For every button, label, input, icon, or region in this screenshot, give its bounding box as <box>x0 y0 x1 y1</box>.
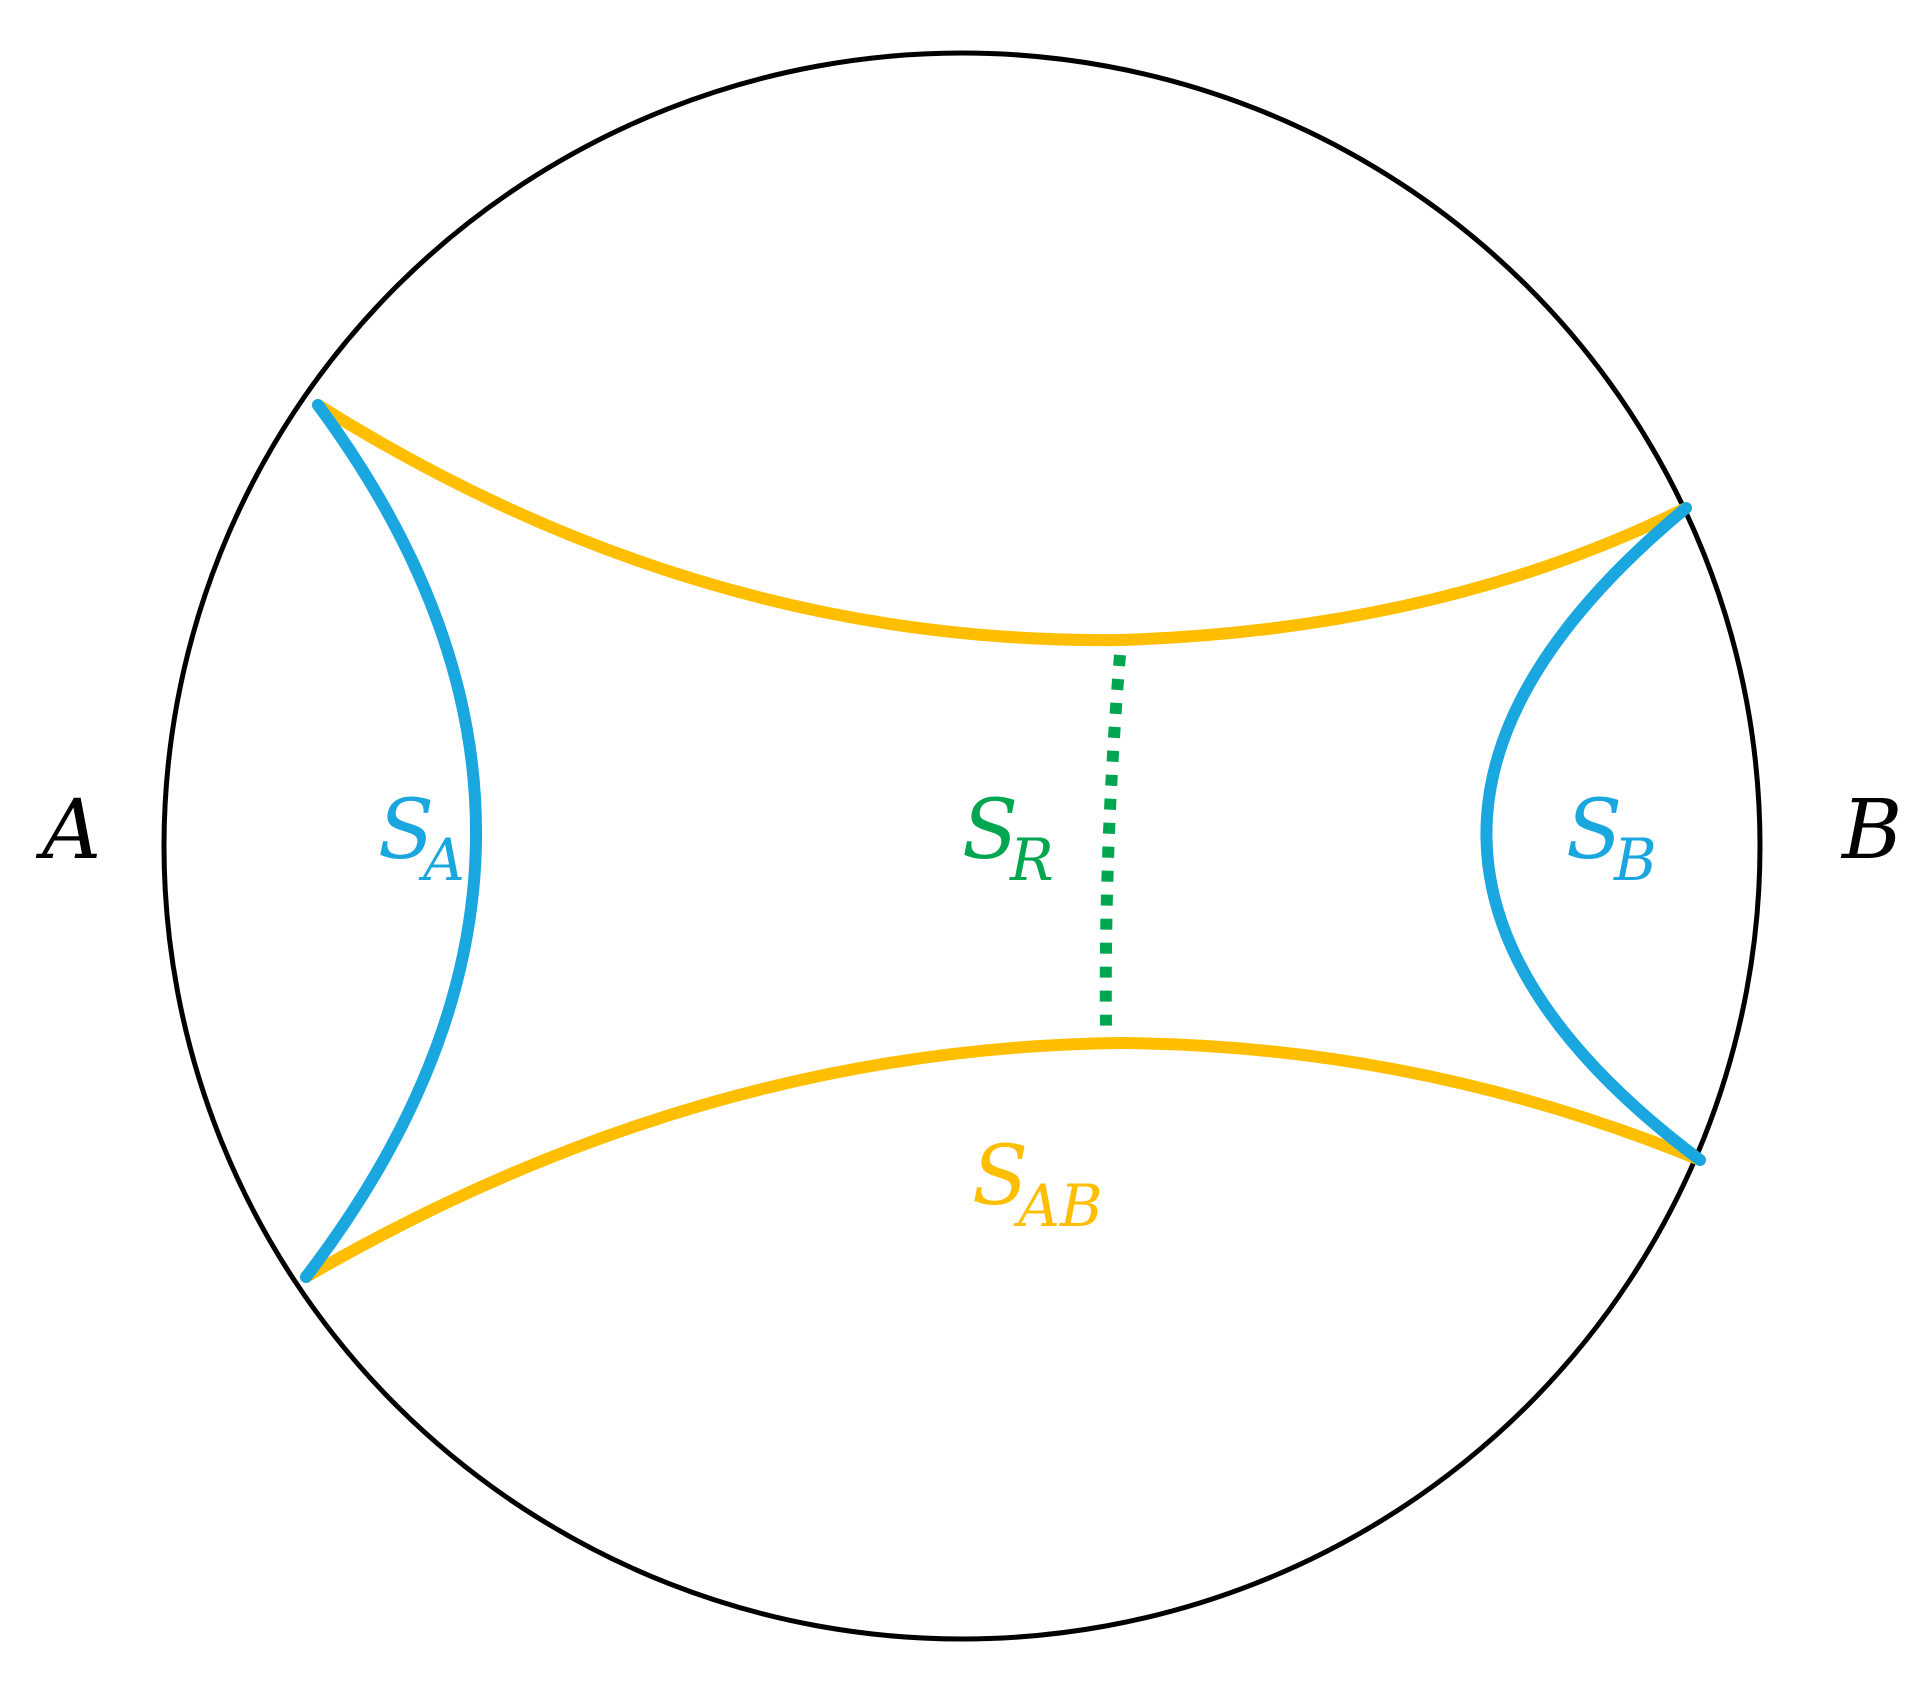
surface-a-curve <box>300 399 482 1283</box>
surface-a-label: S A <box>378 783 465 894</box>
surface-r-dotted-curve <box>1099 654 1126 1029</box>
surface-b-curve <box>1480 502 1706 1166</box>
boundary-circle <box>161 50 1763 1642</box>
region-a-label: A <box>35 783 101 878</box>
surface-ab-lower-curve <box>300 1036 1706 1283</box>
region-b-label: B <box>1840 783 1902 878</box>
surface-ab-upper-curve <box>312 399 1692 647</box>
surface-b-label: S B <box>1566 783 1657 894</box>
surface-r-label: S R <box>962 783 1054 894</box>
surface-ab-label: S AB <box>972 1129 1103 1240</box>
